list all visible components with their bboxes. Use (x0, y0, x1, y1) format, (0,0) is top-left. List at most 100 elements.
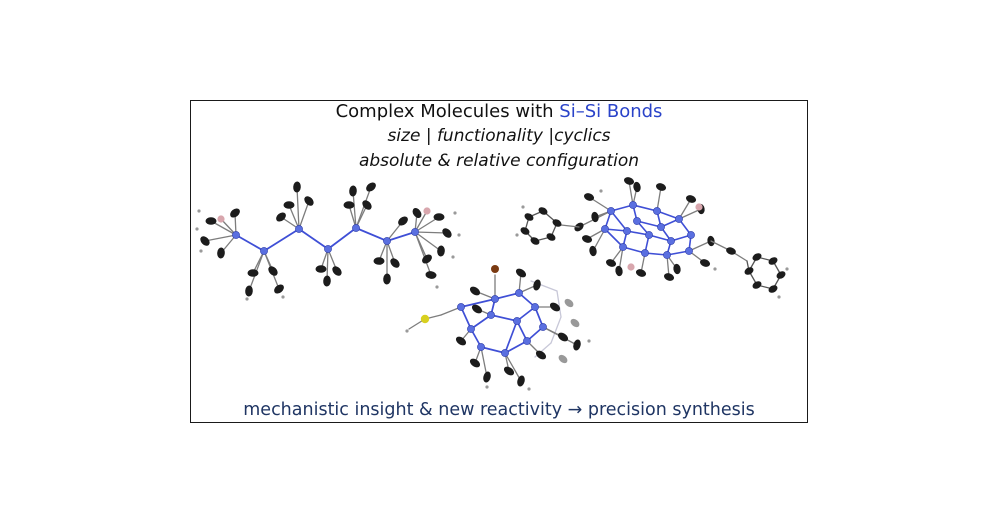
carbon-atom (383, 273, 391, 285)
boron-atom (627, 263, 635, 271)
hydrogen-atom (195, 227, 199, 231)
carbon-atom (558, 354, 568, 364)
carbon-atom (635, 269, 647, 277)
carbon-atom (605, 259, 617, 267)
carbon-atom (515, 268, 527, 278)
sulfur-atom (420, 314, 430, 324)
bond (480, 346, 488, 378)
carbon-atom (549, 302, 561, 312)
silicon-atom (324, 245, 332, 253)
hydrogen-atom (521, 205, 525, 209)
silicon-atom (645, 231, 653, 239)
bond (504, 340, 528, 354)
carbon-atom (425, 271, 437, 279)
silicon-atom (457, 303, 465, 311)
silicon-atom (607, 207, 615, 215)
carbon-atom (589, 245, 597, 257)
bond (355, 186, 372, 229)
hydrogen-atom (197, 209, 201, 213)
carbon-atom (699, 259, 711, 267)
silicon-atom (601, 225, 609, 233)
carbon-atom (538, 207, 548, 215)
carbon-atom (535, 350, 547, 360)
carbon-atom (471, 304, 483, 314)
silicon-atom (675, 215, 683, 223)
bond (460, 298, 496, 308)
bond (298, 200, 310, 230)
carbon-atom (332, 266, 342, 276)
silicon-atom (531, 303, 539, 311)
silicon-atom (260, 247, 268, 255)
silicon-atom (633, 217, 641, 225)
carbon-atom (776, 271, 786, 279)
silicon-atom (501, 349, 509, 357)
figure-subtitle: size | functionality |cyclics (387, 126, 611, 146)
silicon-atom (629, 201, 637, 209)
carbon-atom (752, 253, 762, 261)
hydrogen-atom (451, 255, 455, 259)
carbon-atom (623, 177, 635, 185)
carbon-atom (293, 181, 301, 193)
silicon-atom (383, 237, 391, 245)
hydrogen-atom (405, 329, 409, 333)
bond (414, 231, 448, 234)
carbon-atom (398, 216, 408, 226)
carbon-atom (217, 247, 225, 259)
carbon-atom (573, 339, 581, 351)
carbon-atom (200, 236, 210, 246)
carbon-atom (437, 245, 445, 257)
bond (348, 204, 357, 229)
carbon-atom (546, 233, 556, 241)
carbon-atom (581, 235, 593, 243)
carbon-atom (655, 183, 667, 191)
silicon-atom (491, 295, 499, 303)
carbon-atom (768, 257, 778, 265)
carbon-atom (343, 201, 355, 209)
carbon-atom (633, 181, 641, 193)
carbon-atom (283, 201, 295, 209)
bond (636, 220, 662, 228)
bond (656, 186, 662, 212)
silicon-atom (685, 247, 693, 255)
carbon-atom (552, 219, 562, 227)
bond (656, 210, 680, 220)
bond (688, 240, 712, 252)
carbon-atom (442, 228, 452, 238)
carbon-atom (570, 318, 580, 328)
silicon-atom (487, 311, 495, 319)
carbon-atom (520, 227, 530, 235)
carbon-atom (673, 263, 681, 275)
bond (414, 231, 432, 276)
bond (296, 186, 300, 230)
hydrogen-atom (527, 387, 531, 391)
hydrogen-atom (515, 233, 519, 237)
silicon-atom (623, 227, 631, 235)
figure-frame: Complex Molecules with Si–Si Bonds size … (190, 100, 808, 423)
bond (235, 234, 265, 252)
carbon-atom (685, 195, 697, 203)
bond (288, 204, 300, 230)
molecule-polycyclic-dimer (515, 177, 789, 299)
bond (604, 228, 624, 248)
carbon-atom (744, 267, 754, 275)
carbon-atom (726, 247, 736, 255)
carbon-atom (530, 237, 540, 245)
silicon-atom (513, 317, 521, 325)
hydrogen-atom (435, 285, 439, 289)
bond (678, 208, 702, 220)
molecule-linear-chain (195, 181, 461, 301)
carbon-atom (503, 366, 515, 376)
bond (263, 228, 300, 252)
carbon-atom (433, 213, 445, 221)
silicon-atom (523, 337, 531, 345)
carbon-atom (412, 207, 422, 219)
hydrogen-atom (785, 267, 789, 271)
carbon-atom (564, 298, 574, 308)
hydrogen-atom (713, 267, 717, 271)
silicon-atom (232, 231, 240, 239)
carbon-atom (323, 275, 331, 287)
hydrogen-atom (453, 211, 457, 215)
hydrogen-atom (587, 339, 591, 343)
carbon-atom (583, 193, 595, 201)
carbon-atom (274, 284, 284, 294)
